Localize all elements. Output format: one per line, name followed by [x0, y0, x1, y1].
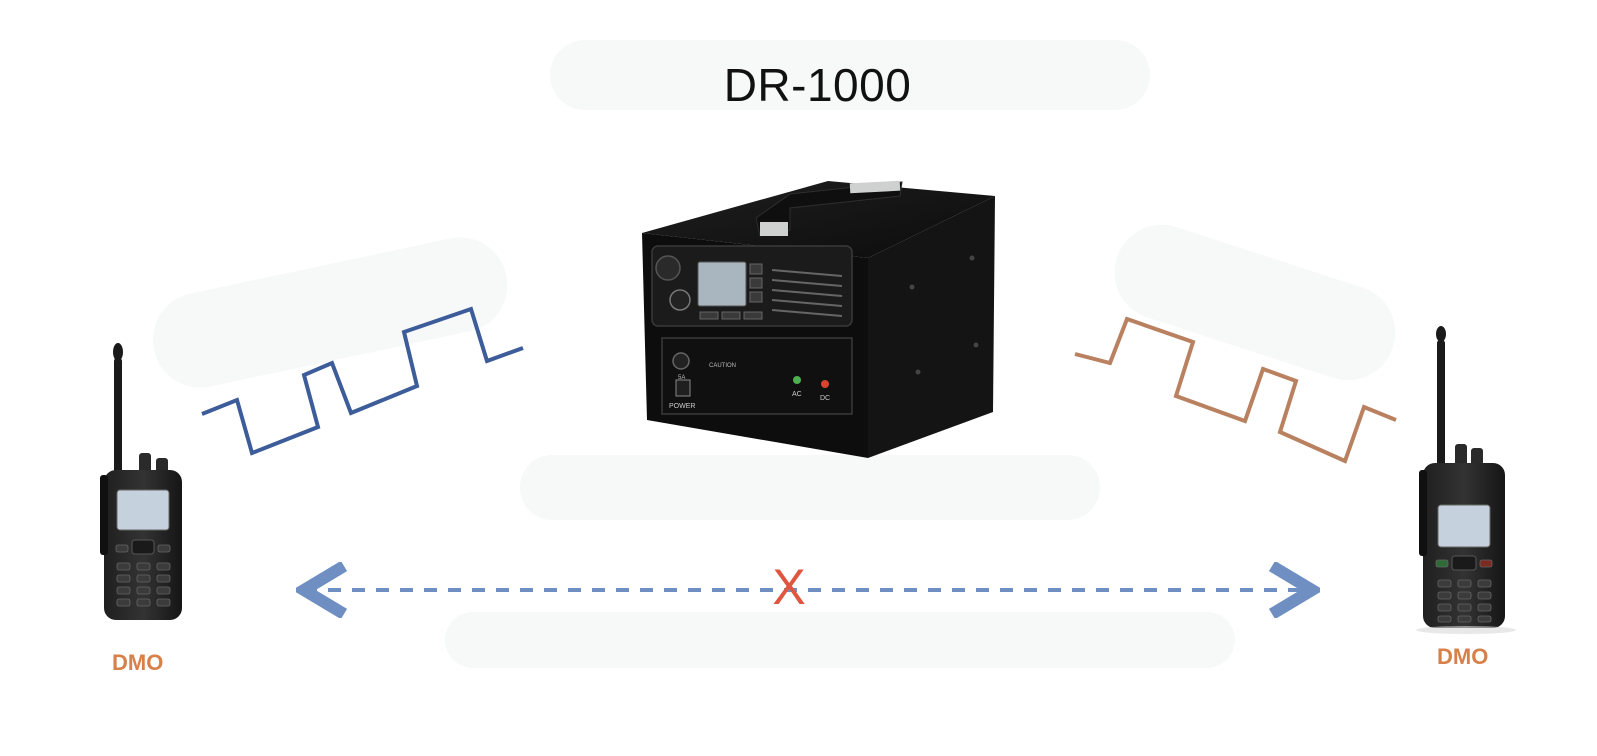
- blocked-x-mark: X: [772, 559, 805, 615]
- left-radio: [100, 343, 182, 620]
- page-title: DR-1000: [723, 59, 912, 111]
- right-signal-wave: [1074, 316, 1397, 464]
- handheld-radio-icon: [100, 343, 182, 620]
- dc-label: DC: [820, 395, 830, 402]
- handheld-radio-icon: [1416, 326, 1516, 634]
- right-radio: [1416, 326, 1516, 634]
- background-bands: [152, 40, 1396, 668]
- repeater-box-icon: CAUTION 5A POWER AC DC: [642, 180, 995, 458]
- left-radio-label: DMO: [112, 650, 164, 675]
- right-radio-label: DMO: [1437, 644, 1489, 669]
- left-signal-wave: [201, 306, 524, 456]
- power-label: POWER: [669, 403, 695, 410]
- fuse-label: 5A: [678, 375, 685, 381]
- ac-label: AC: [792, 391, 802, 398]
- caution-label: CAUTION: [709, 363, 736, 369]
